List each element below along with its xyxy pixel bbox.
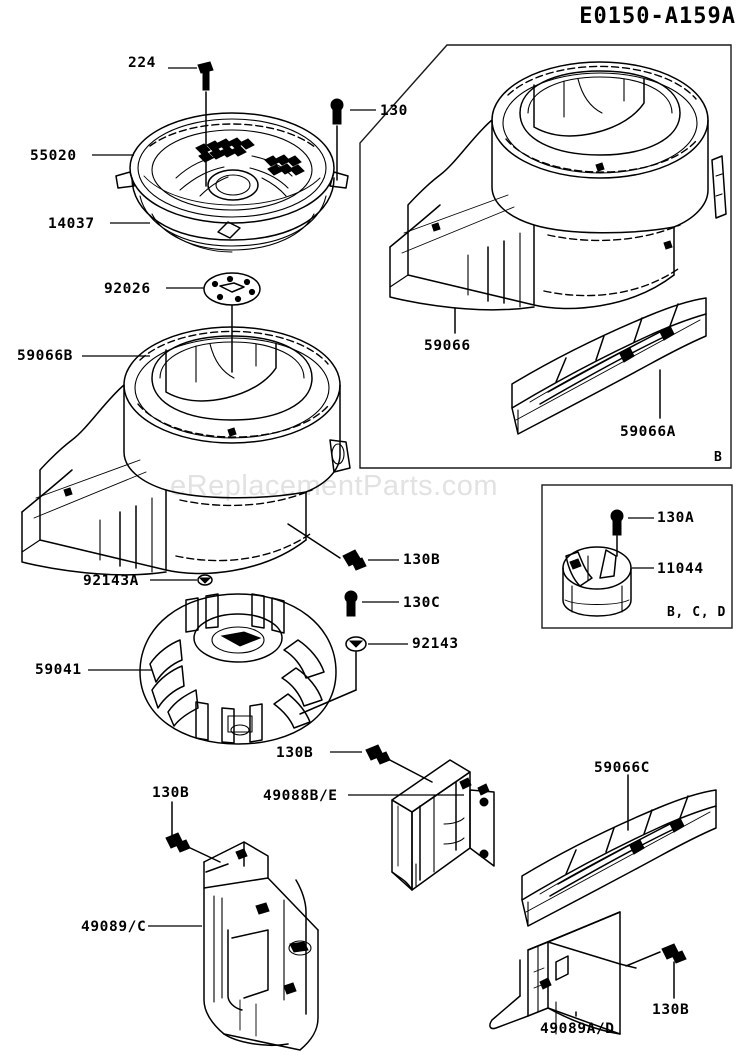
callout-224: 224 (128, 55, 156, 71)
page-title: E0150-A159A (579, 4, 736, 29)
callout-130b-bracket: 130B (152, 785, 190, 801)
part-59066-fan-housing (389, 61, 727, 311)
callout-130: 130 (380, 103, 408, 119)
part-49088be-baffle (391, 759, 495, 891)
part-59066b-fan-housing (21, 326, 351, 576)
panel-b-outline (359, 44, 732, 469)
part-49089c-shroud (203, 841, 319, 1051)
part-130b-bolt-bracket (165, 801, 221, 863)
callout-92026: 92026 (104, 281, 151, 297)
part-92143a-collar (197, 574, 213, 586)
part-130b-bolt-cover (287, 523, 367, 571)
part-130-bolt (330, 98, 344, 181)
callout-49088be: 49088B/E (263, 788, 338, 804)
callout-14037: 14037 (48, 216, 95, 232)
panel-bcd-tag: B, C, D (667, 605, 726, 620)
callout-49089c: 49089/C (81, 919, 147, 935)
part-49089ad-shroud (489, 911, 637, 1035)
callout-130b-baffle: 130B (276, 745, 314, 761)
callout-92143: 92143 (412, 636, 459, 652)
callout-130b-cover: 130B (403, 552, 441, 568)
part-11044-bracket (562, 546, 632, 617)
callout-49089ad: 49089A/D (540, 1021, 615, 1037)
callout-59066a: 59066A (620, 424, 676, 440)
part-130c-bolt (344, 590, 358, 617)
part-59066a-air-duct (511, 297, 707, 435)
callout-11044: 11044 (657, 561, 704, 577)
callout-59066c: 59066C (594, 760, 650, 776)
callout-59041: 59041 (35, 662, 82, 678)
callout-59066b: 59066B (17, 348, 73, 364)
panel-b-tag: B (714, 450, 723, 465)
part-224-screw (197, 61, 214, 187)
part-130a-bolt (610, 509, 624, 557)
part-130b-bolt-baffle (365, 744, 433, 783)
panel-bcd-outline (541, 484, 733, 629)
part-130b-bolt-shroud (625, 943, 687, 999)
callout-130c: 130C (403, 595, 441, 611)
callout-59066: 59066 (424, 338, 471, 354)
part-55020-starter-guard (115, 112, 349, 253)
callout-55020: 55020 (30, 148, 77, 164)
part-92143-collar (345, 636, 367, 691)
part-59066c-air-duct (521, 789, 717, 927)
part-59041-flywheel (139, 593, 357, 745)
callout-130b-shroud: 130B (652, 1002, 690, 1018)
callout-130a: 130A (657, 510, 695, 526)
part-92026-spacer (203, 272, 261, 373)
callout-92143a: 92143A (83, 573, 139, 589)
